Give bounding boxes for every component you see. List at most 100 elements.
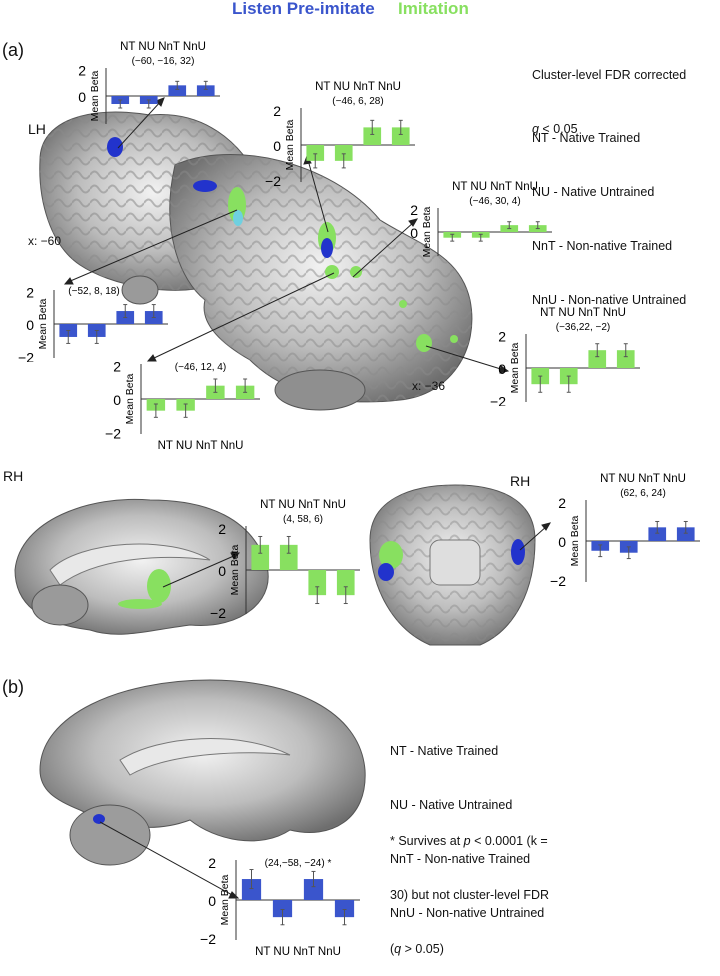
legend-item: NT - Native Trained xyxy=(532,131,641,145)
y-axis-label: Mean Beta xyxy=(509,342,521,393)
coordinate-label: (−52, 8, 18) xyxy=(68,286,119,297)
bar xyxy=(279,544,298,570)
bar xyxy=(676,527,695,541)
y-axis-label: Mean Beta xyxy=(37,298,49,349)
y-axis-label: Mean Beta xyxy=(89,70,101,121)
y-tick-label: 0 xyxy=(498,361,506,377)
legend-item: NU - Native Untrained xyxy=(532,185,655,199)
y-tick-label: 0 xyxy=(208,893,216,909)
slice-label-x60: x: −60 xyxy=(28,234,62,248)
medial-sagittal-brain-rh xyxy=(14,498,269,635)
y-tick-label: −2 xyxy=(210,605,226,618)
category-labels: NT NU NnT NnU xyxy=(600,473,686,485)
p-symbol: p xyxy=(463,834,471,848)
category-labels: NT NU NnT NnU xyxy=(452,181,538,193)
legend-item: NnT - Non-native Trained xyxy=(532,239,673,253)
panel-b-label: (b) xyxy=(2,677,24,697)
note-text: ( xyxy=(390,942,395,956)
coordinate-label: (62, 6, 24) xyxy=(620,488,666,499)
category-labels: NT NU NnT NnU xyxy=(540,307,626,319)
coordinate-label: (24,−58, −24) * xyxy=(265,858,332,869)
y-tick-label: 2 xyxy=(410,202,418,218)
coronal-brain-rh xyxy=(369,484,536,646)
y-tick-label: 2 xyxy=(498,329,506,345)
category-labels: NT NU NnT NnU xyxy=(255,946,341,958)
y-tick-label: 0 xyxy=(410,225,418,241)
y-axis-label: Mean Beta xyxy=(284,119,296,170)
bar xyxy=(168,85,187,96)
y-tick-label: −2 xyxy=(265,173,281,186)
bar xyxy=(363,127,382,145)
listen-preimitate-label: Listen Pre-imitate xyxy=(232,0,375,18)
y-tick-label: 2 xyxy=(558,495,566,511)
legend-item: NnU - Non-native Untrained xyxy=(390,906,545,920)
sagittal-brain-b xyxy=(39,679,366,866)
coordinate-label: (−46, 6, 28) xyxy=(332,96,383,107)
fdr-line: Cluster-level FDR corrected xyxy=(532,68,687,82)
y-tick-label: 0 xyxy=(78,89,86,105)
bar xyxy=(334,900,355,918)
bar xyxy=(303,879,324,900)
bar xyxy=(391,127,410,145)
bar xyxy=(306,145,325,161)
panel-a-label: (a) xyxy=(2,40,24,60)
y-tick-label: 2 xyxy=(113,359,121,375)
y-tick-label: −2 xyxy=(18,349,34,362)
significance-note: * Survives at p < 0.0001 (k = 30) but no… xyxy=(390,796,549,976)
rh-label-coronal: RH xyxy=(510,473,531,489)
bar xyxy=(588,350,607,368)
coordinate-label: (4, 58, 6) xyxy=(283,514,323,525)
category-labels: NT NU NnT NnU xyxy=(260,499,346,511)
q-value: < 0.05 xyxy=(538,122,578,136)
legend-a: NT - Native Trained NU - Native Untraine… xyxy=(532,93,686,327)
bar xyxy=(334,145,353,161)
q-symbol: q xyxy=(394,942,402,956)
legend-item: NU - Native Untrained xyxy=(390,798,513,812)
y-tick-label: −2 xyxy=(490,393,506,406)
y-axis-label: Mean Beta xyxy=(421,206,433,257)
sagittal-brain-x36 xyxy=(169,154,473,411)
bar xyxy=(336,570,355,596)
y-axis-label: Mean Beta xyxy=(569,515,581,566)
slice-label-x36: x: −36 xyxy=(412,379,446,393)
legend-item: NT - Native Trained xyxy=(390,744,499,758)
fdr-correction-note: Cluster-level FDR corrected q < 0.05 xyxy=(532,30,686,156)
q-threshold: q < 0.05 xyxy=(532,120,686,138)
y-tick-label: 2 xyxy=(218,521,226,537)
bar xyxy=(308,570,327,596)
imitation-label: Imitation xyxy=(398,0,469,18)
category-labels: NT NU NnT NnU xyxy=(120,41,206,53)
note-line-1: * Survives at p < 0.0001 (k = xyxy=(390,832,549,850)
coordinate-label: (−46, 30, 4) xyxy=(469,196,520,207)
coordinate-label: (−36,22, −2) xyxy=(556,322,610,333)
note-text: * Survives at xyxy=(390,834,464,848)
y-tick-label: −2 xyxy=(550,573,566,586)
lh-label: LH xyxy=(28,121,46,137)
bar xyxy=(616,350,635,368)
y-axis-label: Mean Beta xyxy=(124,373,136,424)
y-axis-label: Mean Beta xyxy=(229,544,241,595)
bar xyxy=(251,544,270,570)
bar xyxy=(648,527,667,541)
pointer-arrows xyxy=(63,97,552,899)
bar xyxy=(196,85,215,96)
y-tick-label: 2 xyxy=(273,103,281,119)
y-tick-label: 0 xyxy=(26,317,34,333)
legend-item: NnU - Non-native Untrained xyxy=(532,293,687,307)
coordinate-label: (−46, 12, 4) xyxy=(175,362,226,373)
note-line-3: (q > 0.05) xyxy=(390,940,549,958)
y-tick-label: 0 xyxy=(113,392,121,408)
legend-item: NnT - Non-native Trained xyxy=(390,852,531,866)
q-symbol: q xyxy=(532,122,539,136)
category-labels: NT NU NnT NnU xyxy=(315,81,401,93)
note-text: < 0.0001 (k = xyxy=(470,834,548,848)
y-tick-label: 2 xyxy=(208,855,216,871)
y-tick-label: −2 xyxy=(105,425,121,441)
